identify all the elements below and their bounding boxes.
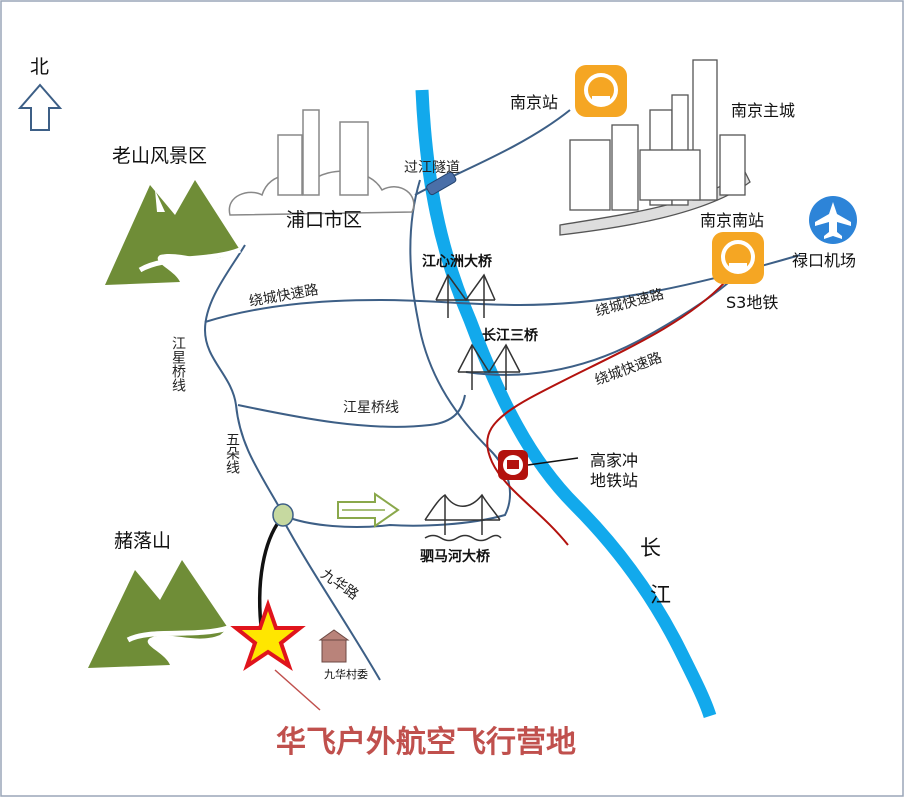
label-tunnel: 过江隧道 — [404, 160, 460, 176]
airport-icon — [809, 196, 857, 244]
label-jiangxingqiao-v: 江星桥线 — [170, 336, 186, 392]
rail-station-icon — [575, 65, 627, 117]
label-gaojiachong-2: 地铁站 — [590, 471, 638, 490]
yangtze-river — [415, 89, 717, 719]
north-arrow-icon — [17, 83, 63, 131]
camp-access-road — [258, 518, 282, 636]
label-nanjing-station: 南京站 — [510, 93, 558, 112]
metro-leader-line — [527, 457, 579, 466]
label-zheluoshan: 赭落山 — [114, 530, 171, 552]
label-laoshan: 老山风景区 — [112, 145, 207, 167]
camp-leader-line — [274, 669, 321, 711]
mountain-icon — [88, 560, 229, 668]
label-jiuhua-village: 九华村委 — [324, 667, 368, 681]
north-label: 北 — [30, 56, 49, 78]
label-s3-metro: S3地铁 — [726, 293, 778, 312]
tunnel-marker-icon — [426, 171, 457, 196]
label-jiangxingqiao-h: 江星桥线 — [343, 400, 399, 416]
mountain-icon — [105, 180, 241, 285]
label-jiangxinzhou-bridge: 江心洲大桥 — [422, 253, 493, 270]
label-south-station: 南京南站 — [700, 211, 764, 230]
star-marker-icon — [230, 598, 306, 671]
label-river-2: 江 — [650, 583, 671, 607]
label-wuduo: 五朵线 — [224, 432, 240, 474]
bridge-icon — [424, 493, 502, 542]
road-ring-upper — [204, 254, 801, 323]
label-gaojiachong-1: 高家冲 — [590, 451, 638, 470]
label-river-1: 长 — [640, 536, 661, 560]
bridge-icon — [457, 343, 521, 390]
label-third-bridge: 长江三桥 — [482, 327, 539, 344]
arrow-icon — [337, 492, 400, 528]
road-jiangxingqiao — [203, 244, 283, 513]
metro-station-icon — [498, 450, 528, 480]
village-building-icon — [318, 629, 350, 663]
pukou-skyline-icon — [228, 109, 415, 216]
main-city-skyline-icon — [559, 59, 751, 236]
label-main-city: 南京主城 — [731, 101, 795, 120]
rail-station-icon — [712, 232, 764, 284]
map-title: 华飞户外航空飞行营地 — [276, 725, 576, 760]
interchange-node — [272, 503, 294, 527]
metro-line-s3 — [486, 281, 726, 546]
label-sima-bridge: 驷马河大桥 — [420, 548, 491, 565]
label-pukou: 浦口市区 — [286, 209, 362, 231]
bridge-icon — [435, 273, 496, 318]
road-jiuhua — [281, 517, 381, 681]
label-airport: 禄口机场 — [792, 251, 856, 270]
